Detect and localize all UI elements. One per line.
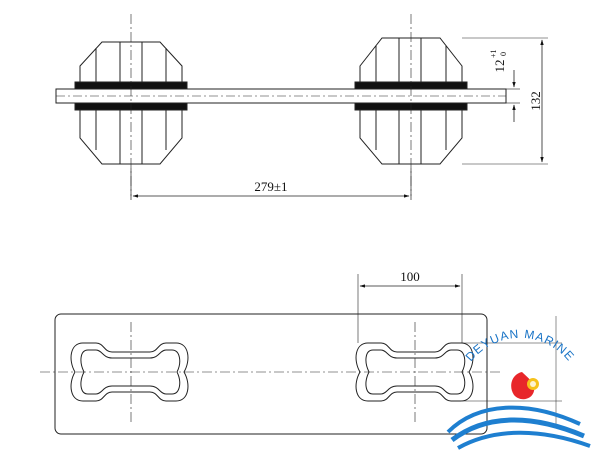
brand-logo-icon xyxy=(511,372,539,400)
brand-waves-icon xyxy=(446,405,591,450)
dim-label-plate-thickness-group: 12 +1 0 xyxy=(489,49,508,72)
dim-label-overall-height: 132 xyxy=(528,91,543,111)
dim-label-plate-thickness: 12 xyxy=(492,60,507,73)
dim-label-center-distance: 279±1 xyxy=(254,179,287,194)
plan-view xyxy=(40,274,562,435)
dim-tol-upper: +1 xyxy=(489,49,498,58)
base-plate-outline xyxy=(54,313,488,435)
left-lug-upper xyxy=(74,41,188,90)
right-i-lug xyxy=(355,342,474,402)
dim-tol-lower: 0 xyxy=(499,52,508,56)
top-view xyxy=(55,14,548,200)
left-i-lug xyxy=(70,342,189,402)
dim-label-lug-width: 100 xyxy=(400,269,420,284)
